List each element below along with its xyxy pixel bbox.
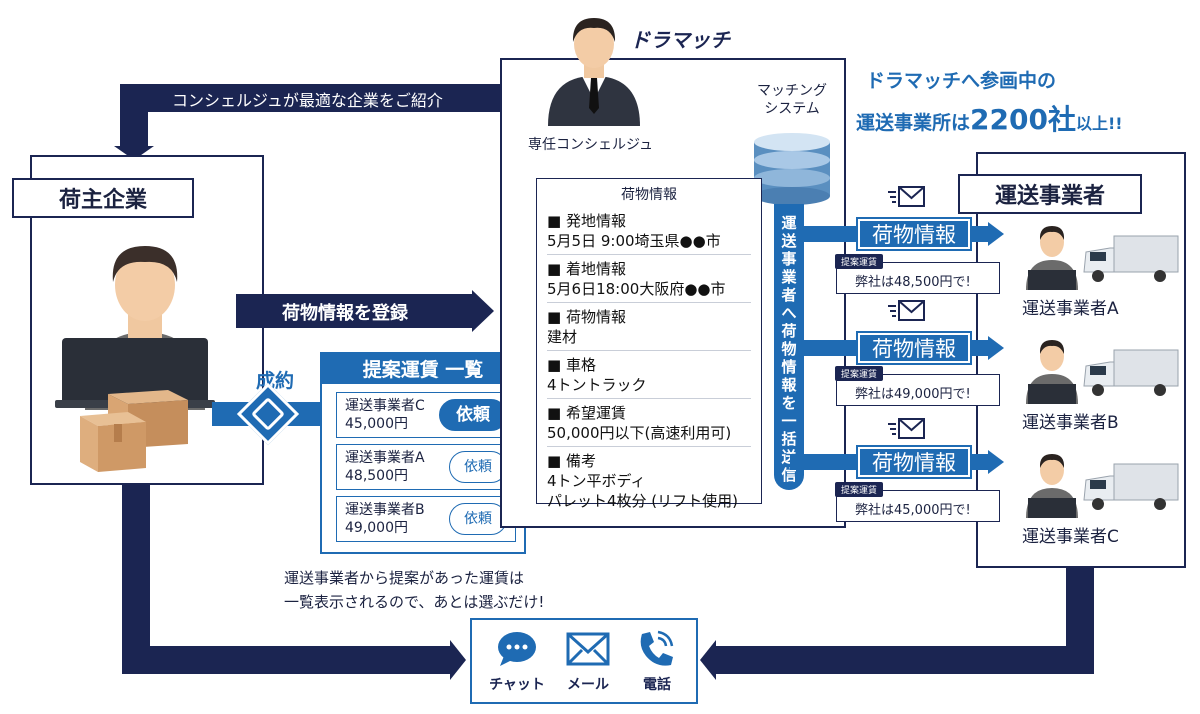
branch-arrowhead xyxy=(988,336,1004,360)
headline-count: 2200社 xyxy=(970,103,1076,136)
chat-icon[interactable] xyxy=(496,630,538,672)
broadcast-bar xyxy=(774,204,804,490)
shipper-title: 荷主企業 xyxy=(12,178,194,218)
selection-note-line2: 一覧表示されるので、あとは選ぶだけ! xyxy=(284,593,545,611)
cargo-tag: 荷物情報 xyxy=(856,331,972,365)
broadcast-text: 運送事業者へ荷物情報を一括送信 xyxy=(781,214,797,484)
headline-line2: 運送事業所は2200社以上!! xyxy=(856,98,1123,138)
offer-text: 弊社は45,000円で! xyxy=(855,503,971,518)
truck-icon xyxy=(1082,462,1180,516)
headline-prefix: 運送事業所は xyxy=(856,112,971,134)
proposal-item[interactable]: 運送事業者B 49,000円 依頼 xyxy=(336,496,516,542)
mail-icon xyxy=(888,300,926,322)
offer-bubble: 提案運賃 弊社は45,000円で! xyxy=(835,482,1000,522)
carrier-person-avatar xyxy=(1024,222,1080,294)
offer-text: 弊社は48,500円で! xyxy=(855,275,971,290)
spec-value: 4トン平ボディ パレット4枚分 (リフト使用) xyxy=(547,472,739,510)
shipper-channel-arrowhead xyxy=(450,640,466,680)
concierge-avatar xyxy=(544,14,644,126)
proposal-carrier: 運送事業者B xyxy=(345,502,425,518)
cargo-spec-panel: 荷物情報 ■ 発地情報 5月5日 9:00埼玉県●●市 ■ 着地情報 5月6日1… xyxy=(536,178,762,510)
channel-label: 電話 xyxy=(643,677,671,693)
database-icon xyxy=(752,132,832,210)
proposal-item[interactable]: 運送事業者C 45,000円 依頼 xyxy=(336,392,516,438)
register-arrow-text: 荷物情報を登録 xyxy=(282,303,408,324)
register-arrow xyxy=(236,294,474,328)
cardboard-box-icon xyxy=(78,388,192,476)
spec-heading: ■ 車格 xyxy=(547,356,596,374)
carriers-title: 運送事業者 xyxy=(958,174,1142,214)
carrier-name: 運送事業者C xyxy=(1022,527,1119,547)
carrier-channel-line-h xyxy=(716,646,1094,674)
concierge-label: 専任コンシェルジュ xyxy=(528,137,654,153)
spec-heading: ■ 荷物情報 xyxy=(547,308,626,326)
offer-bubble: 提案運賃 弊社は48,500円で! xyxy=(835,254,1000,294)
selection-note: 運送事業者から提案があった運賃は 一覧表示されるので、あとは選ぶだけ! xyxy=(284,566,544,614)
register-arrowhead xyxy=(472,290,494,332)
spec-heading: ■ 備考 xyxy=(547,452,596,470)
spec-value: 5月5日 9:00埼玉県●●市 xyxy=(547,232,721,250)
cargo-tag: 荷物情報 xyxy=(856,217,972,251)
request-button[interactable]: 依頼 xyxy=(439,399,507,431)
carrier-channel-arrowhead xyxy=(700,640,716,680)
phone-icon[interactable] xyxy=(636,628,676,674)
offer-tag: 提案運賃 xyxy=(835,366,884,381)
shipper-channel-line-h xyxy=(122,646,452,674)
proposal-price: 48,500円 xyxy=(345,468,408,484)
spec-value: 4トントラック xyxy=(547,376,647,394)
intro-banner xyxy=(120,84,502,112)
offer-bubble: 提案運賃 弊社は49,000円で! xyxy=(835,366,1000,406)
mail-icon xyxy=(888,186,926,208)
brand-logo: ドラマッチ xyxy=(630,28,730,52)
spec-heading: ■ 希望運賃 xyxy=(547,404,626,422)
offer-text: 弊社は49,000円で! xyxy=(855,387,971,402)
proposal-item[interactable]: 運送事業者A 48,500円 依頼 xyxy=(336,444,516,490)
carrier-person-avatar xyxy=(1024,450,1080,522)
branch-arrowhead xyxy=(988,222,1004,246)
matching-system-label: マッチング システム xyxy=(757,83,827,117)
cargo-spec-title: 荷物情報 xyxy=(621,187,677,203)
request-button[interactable]: 依頼 xyxy=(449,503,507,535)
spec-heading: ■ 着地情報 xyxy=(547,260,626,278)
offer-tag: 提案運賃 xyxy=(835,482,884,497)
carrier-name: 運送事業者A xyxy=(1022,299,1119,319)
headline-line1: ドラマッチへ参画中の xyxy=(866,70,1057,92)
proposal-carrier: 運送事業者C xyxy=(345,398,425,414)
headline-suffix: 以上!! xyxy=(1075,114,1123,133)
spec-value: 建材 xyxy=(547,328,578,346)
mail-icon xyxy=(888,418,926,440)
proposal-price: 45,000円 xyxy=(345,416,408,432)
channel-label: チャット xyxy=(489,677,545,693)
proposal-price: 49,000円 xyxy=(345,520,408,536)
request-button[interactable]: 依頼 xyxy=(449,451,507,483)
channel-label: メール xyxy=(567,677,609,693)
intro-banner-text: コンシェルジュが最適な企業をご紹介 xyxy=(172,91,443,110)
truck-icon xyxy=(1082,348,1180,402)
spec-value: 50,000円以下(高速利用可) xyxy=(547,424,732,442)
carrier-person-avatar xyxy=(1024,336,1080,408)
selection-note-line1: 運送事業者から提案があった運賃は xyxy=(284,569,525,587)
branch-arrowhead xyxy=(988,450,1004,474)
intro-banner-drop xyxy=(120,84,148,150)
offer-tag: 提案運賃 xyxy=(835,254,884,269)
cargo-tag: 荷物情報 xyxy=(856,445,972,479)
proposal-list-title: 提案運賃 一覧 xyxy=(320,352,526,384)
spec-value: 5月6日18:00大阪府●●市 xyxy=(547,280,726,298)
proposal-carrier: 運送事業者A xyxy=(345,450,425,466)
spec-heading: ■ 発地情報 xyxy=(547,212,626,230)
shipper-channel-line-v xyxy=(122,484,150,674)
truck-icon xyxy=(1082,234,1180,288)
mail-icon[interactable] xyxy=(566,632,610,670)
carrier-name: 運送事業者B xyxy=(1022,413,1119,433)
